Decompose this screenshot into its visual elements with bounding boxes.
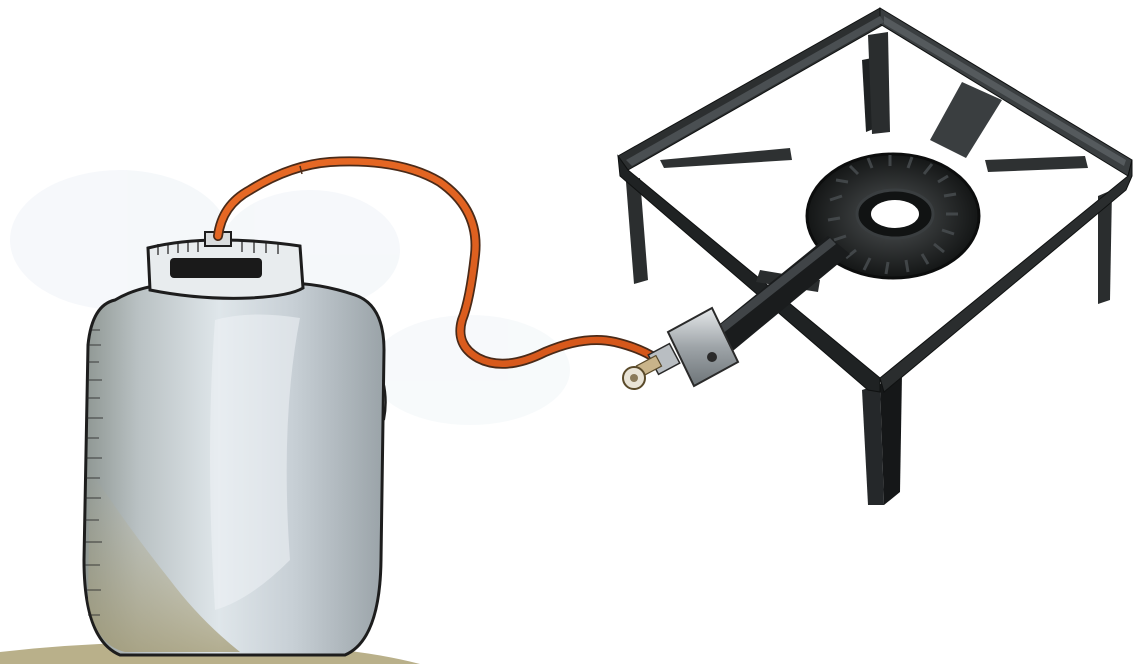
propane-tank-icon bbox=[84, 232, 386, 655]
gas-burner-stove-icon bbox=[618, 8, 1132, 505]
